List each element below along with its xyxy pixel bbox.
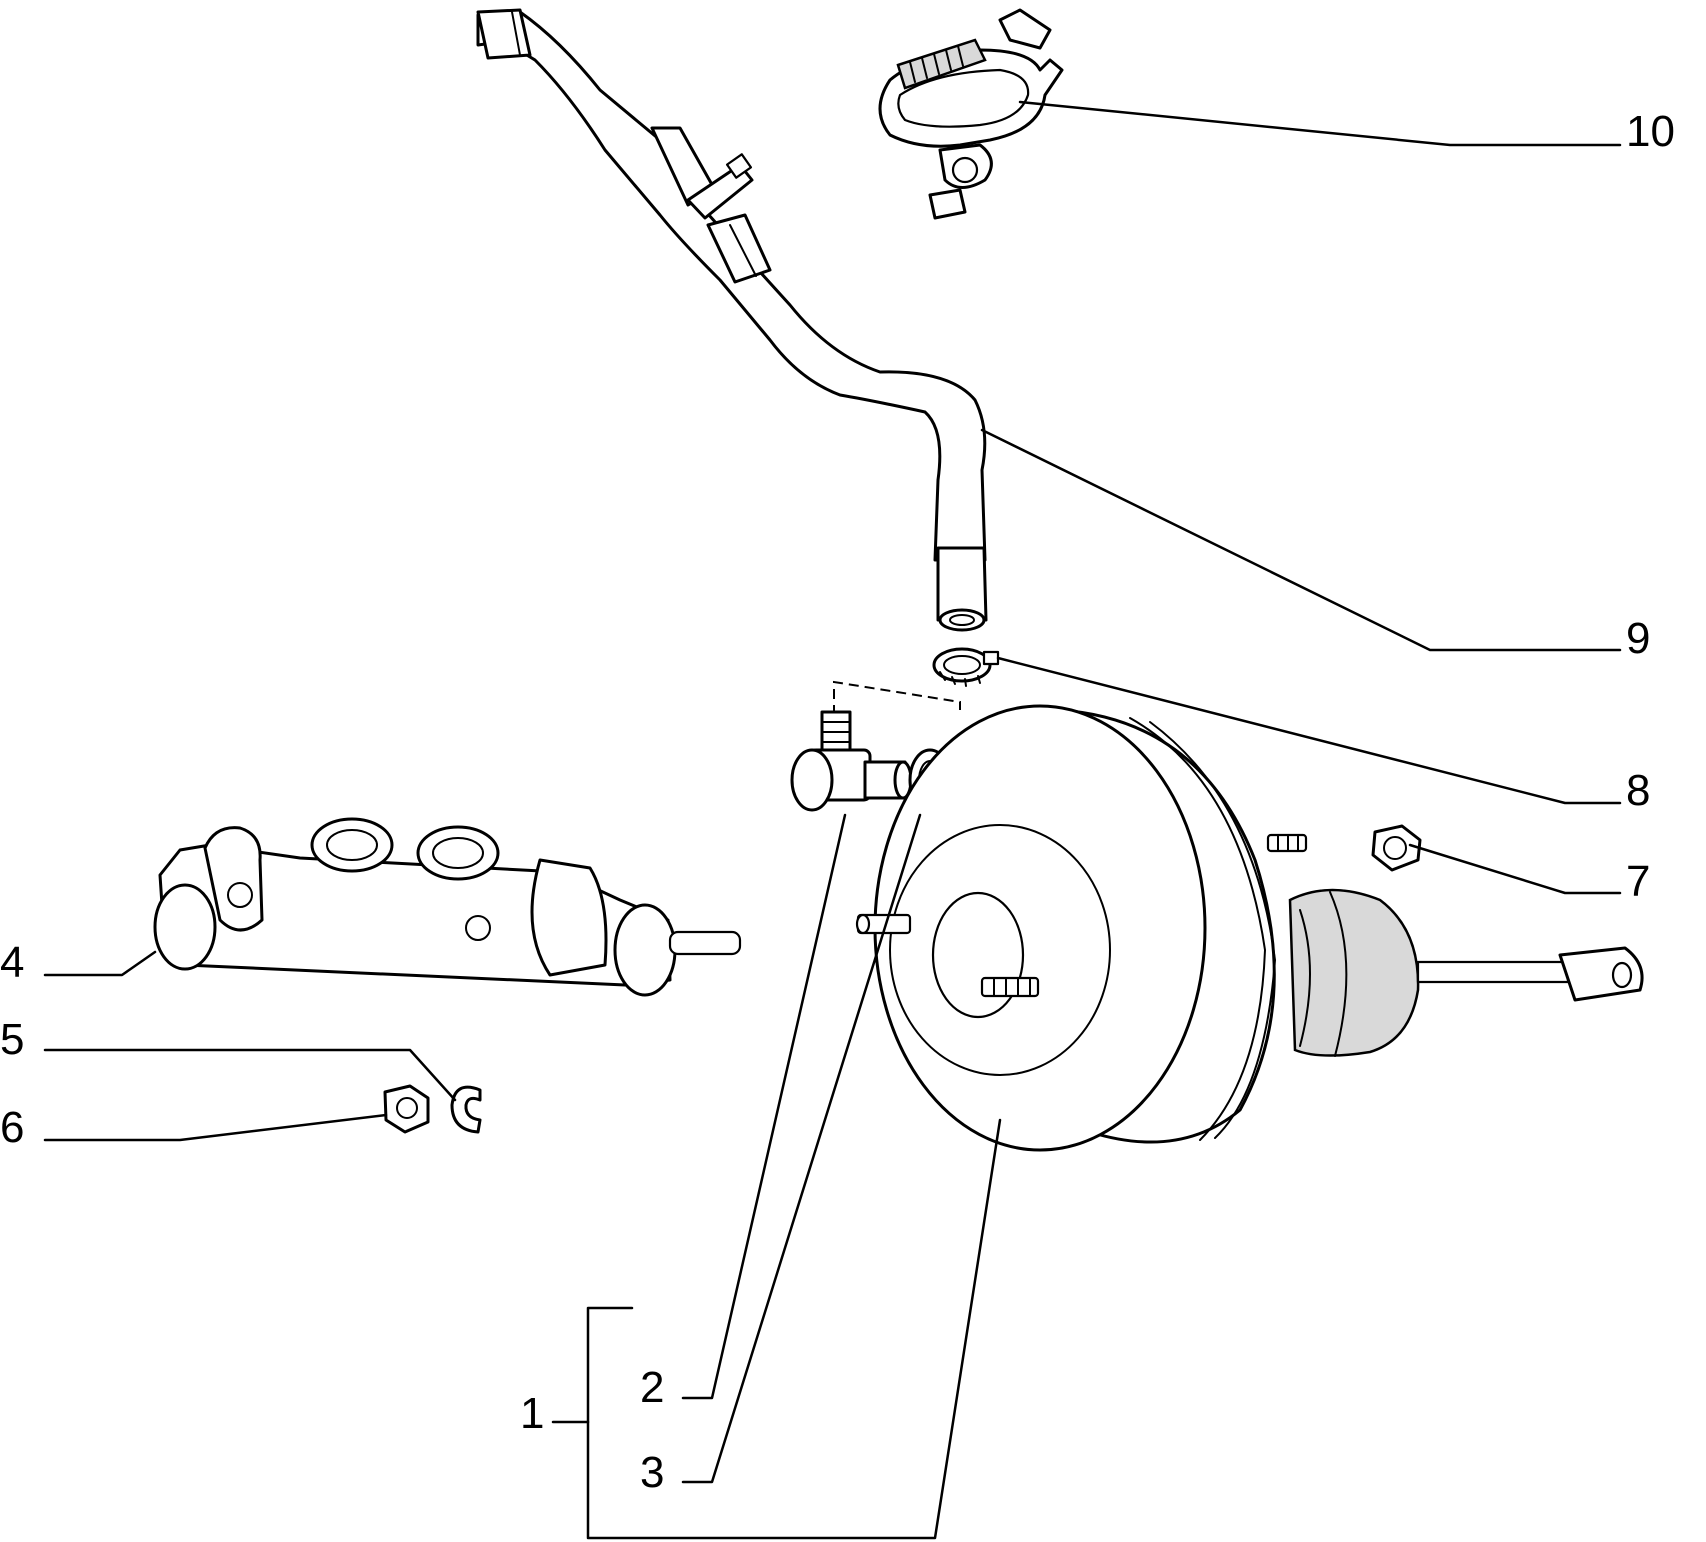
callout-10: 10 — [1626, 107, 1675, 156]
leader-8 — [996, 656, 1622, 805]
leader-6 — [43, 1113, 388, 1142]
leader-5 — [43, 1048, 457, 1102]
leader-9 — [980, 428, 1622, 652]
callout-7: 7 — [1626, 857, 1650, 906]
leader-1-bracket — [586, 1118, 1002, 1540]
elbow-fitting — [790, 710, 913, 812]
callout-5: 5 — [0, 1015, 24, 1064]
nut-7 — [1371, 824, 1422, 872]
leader-7 — [1408, 843, 1622, 895]
callout-3: 3 — [640, 1448, 664, 1497]
callout-numbers: 10 9 8 7 4 5 6 2 3 1 — [0, 107, 1675, 1497]
callout-8: 8 — [1626, 766, 1650, 815]
callout-1: 1 — [520, 1389, 544, 1438]
hose-clamp — [932, 647, 1000, 687]
leader-2 — [681, 813, 847, 1400]
leader-4 — [43, 950, 157, 977]
callout-9: 9 — [1626, 614, 1650, 663]
assembly-guide-line — [833, 680, 961, 715]
callout-6: 6 — [0, 1103, 24, 1152]
callout-4: 4 — [0, 938, 24, 987]
retaining-clip — [450, 1085, 482, 1134]
leader-lines — [43, 100, 1622, 1540]
callout-2: 2 — [640, 1363, 664, 1412]
vacuum-hose — [476, 8, 988, 632]
leader-3 — [681, 813, 922, 1484]
hose-bracket — [878, 8, 1064, 220]
leader-10 — [1018, 100, 1622, 147]
nut-6 — [383, 1084, 430, 1134]
brake-booster — [855, 704, 1644, 1152]
master-cylinder — [153, 817, 742, 997]
